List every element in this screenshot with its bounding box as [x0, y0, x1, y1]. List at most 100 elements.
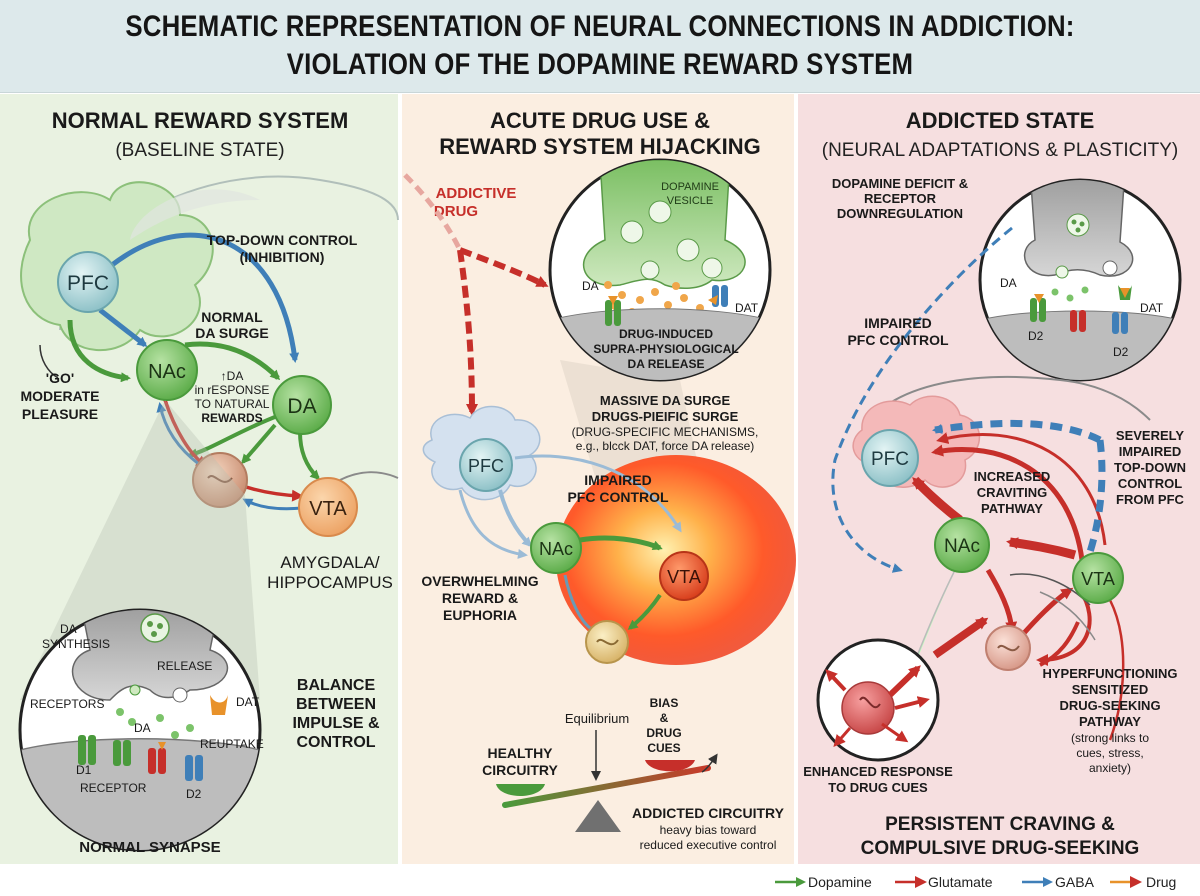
panel1-subtitle: (BASELINE STATE): [115, 140, 284, 161]
addictive-drug-label-1: ADDICTIVE: [436, 185, 517, 202]
da-surge-arrow: [184, 341, 281, 381]
top-down-control-arrow: [110, 232, 300, 363]
da-node: [272, 375, 332, 435]
syn-dat: DAT: [236, 695, 260, 709]
severely-label-4: CONTROL: [1118, 476, 1182, 491]
drug-synapse-zoom: DOPAMINE VESICLE DA DAT DRUG-INDUCED SUP…: [548, 158, 772, 382]
syn-reuptake: REUPTAKE: [200, 737, 264, 751]
hyper-label-4: PATHWAY: [1079, 714, 1141, 729]
overwhelming-label-2: REWARD &: [442, 590, 518, 606]
overwhelming-label-1: OVERWHELMING: [421, 573, 538, 589]
severely-label-5: FROM PFC: [1116, 492, 1184, 507]
impaired2-label-1: IMPAIRED: [584, 472, 651, 488]
healthy-label-2: CIRCUITRY: [482, 762, 558, 778]
hyper-label-1: HYPERFUNCTIONING: [1042, 666, 1177, 681]
nac-to-pfc-arrow: [911, 476, 963, 524]
pfc2-node: [459, 438, 513, 492]
panel3-subtitle: (NEURAL ADAPTATIONS & PLASTICITY): [822, 140, 1179, 161]
bias-label-4: CUES: [647, 741, 680, 755]
drug-to-pfc-arrow: [457, 249, 478, 416]
deficit-label-1: DOPAMINE DEFICIT &: [832, 176, 968, 191]
top-down-label-1: TOP-DOWN CONTROL: [207, 232, 358, 248]
syn-receptor: RECEPTOR: [80, 781, 147, 795]
craving-label-1: INCREASED: [974, 469, 1051, 484]
balance-label-3: IMPULSE &: [292, 715, 380, 732]
panel-acute: ACUTE DRUG USE & REWARD SYSTEM HIJACKING…: [403, 108, 796, 852]
persistent-label-1: PERSISTENT CRAVING &: [885, 814, 1115, 835]
normal-synapse-label: NORMAL SYNAPSE: [79, 839, 220, 856]
severely-impaired-control-arrow: [932, 419, 1102, 444]
syn-da-synthesis-1: DA: [60, 622, 77, 636]
syn-da-synthesis-2: SYNTHESIS: [42, 637, 110, 651]
persistent-label-2: COMPULSIVE DRUG-SEEKING: [861, 838, 1140, 859]
enhanced-label-1: ENHANCED RESPONSE: [803, 764, 953, 779]
impaired3-label-1: IMPAIRED: [864, 315, 931, 331]
nac2-node: [530, 522, 582, 574]
panel2-title-1: ACUTE DRUG USE &: [490, 108, 710, 133]
vta-label: VTA: [309, 498, 347, 520]
syn-da: DA: [134, 721, 151, 735]
legend-drug: Drug: [1146, 874, 1176, 890]
amygdala-label-1: AMYGDALA/: [280, 553, 379, 572]
panel-normal: NORMAL REWARD SYSTEM (BASELINE STATE): [18, 108, 399, 856]
balance-seesaw: [496, 730, 718, 832]
healthy-label-1: HEALTHY: [487, 745, 553, 761]
syn2-da: DA: [582, 279, 599, 293]
bias-label-3: DRUG: [646, 726, 681, 740]
enhanced-label-2: TO DRUG CUES: [828, 780, 928, 795]
normal-synapse-zoom: DA SYNTHESIS RELEASE RECEPTORS DA DAT RE…: [18, 608, 264, 852]
legend: Dopamine Glutamate GABA Drug: [775, 874, 1176, 890]
panel-addicted: ADDICTED STATE (NEURAL ADAPTATIONS & PLA…: [803, 108, 1186, 859]
syn3-d2b: D2: [1113, 345, 1129, 359]
bias-label-2: &: [660, 711, 669, 725]
massive-label-4: e.g., blcck DAT, force DA release): [576, 439, 755, 453]
syn-release: RELEASE: [157, 659, 212, 673]
addicted-circuitry-3: reduced executive control: [640, 838, 777, 852]
vta-node: [298, 477, 358, 537]
vta2-label: VTA: [667, 567, 701, 587]
vesicle-label-2: VESICLE: [667, 195, 713, 207]
pfc-region-shape: [20, 181, 214, 352]
massive-label-3: (DRUG-SPECIFIC MECHANISMS,: [572, 425, 759, 439]
addicted-circuitry-1: ADDICTED CIRCUITRY: [632, 805, 785, 821]
pfc3-node: [861, 429, 919, 487]
panel1-title: NORMAL REWARD SYSTEM: [52, 108, 349, 133]
syn3-dat: DAT: [1140, 301, 1164, 315]
syn-receptors: RECEPTORS: [30, 697, 104, 711]
top-down-label-2: (INHIBITION): [240, 249, 325, 265]
severely-label-3: TOP-DOWN: [1114, 460, 1186, 475]
nac2-label: NAc: [539, 539, 573, 559]
severely-label-1: SEVERELY: [1116, 428, 1184, 443]
syn3-d2a: D2: [1028, 329, 1044, 343]
craving-label-3: PATHWAY: [981, 501, 1043, 516]
legend-dopamine: Dopamine: [808, 874, 872, 890]
vta3-label: VTA: [1081, 569, 1115, 589]
vta-to-nac-arrow: [1006, 537, 1077, 560]
impaired2-label-2: PFC CONTROL: [567, 489, 669, 505]
overwhelming-label-3: EUPHORIA: [443, 607, 517, 623]
nac3-label: NAc: [944, 536, 980, 557]
severely-label-2: IMPAIRED: [1119, 444, 1182, 459]
syn-d1: D1: [76, 763, 92, 777]
massive-label-1: MASSIVE DA SURGE: [600, 393, 731, 408]
bias-label-1: BIAS: [650, 696, 679, 710]
legend-glutamate: Glutamate: [928, 874, 993, 890]
response-label-4: REWARDS: [201, 411, 262, 425]
go-label-1: 'GO': [46, 370, 74, 386]
legend-gaba: GABA: [1055, 874, 1095, 890]
go-label-2: MODERATE: [20, 388, 99, 404]
syn3-da: DA: [1000, 276, 1017, 290]
pfc-label: PFC: [67, 272, 109, 295]
addicted-synapse-zoom: DA DAT D2 D2: [978, 178, 1182, 382]
nac-label: NAc: [148, 361, 186, 383]
pfc-node: [57, 251, 119, 313]
vta2-node: [659, 551, 709, 601]
header-banner: SCHEMATIC REPRESENTATION OF NEURAL CONNE…: [0, 0, 1200, 93]
pfc2-label: PFC: [468, 456, 504, 476]
syn-d2: D2: [186, 787, 202, 801]
enhanced-response-zoom: [816, 616, 989, 762]
response-label-3: TO NATURAL: [195, 397, 270, 411]
amygdala-label-2: HIPPOCAMPUS: [267, 573, 393, 592]
